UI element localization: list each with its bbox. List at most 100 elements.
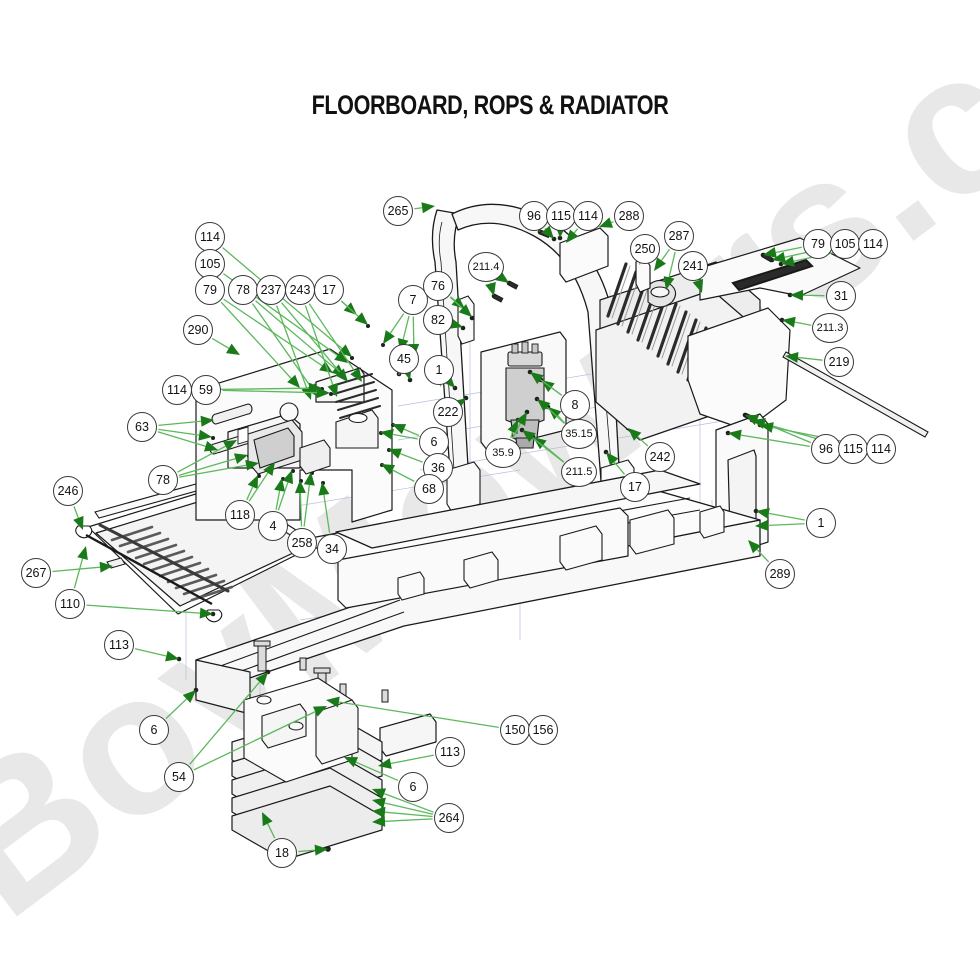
callout-balloon-114[interactable]: 114 xyxy=(573,201,603,231)
callout-balloon-96[interactable]: 96 xyxy=(519,201,549,231)
callout-balloon-105[interactable]: 105 xyxy=(195,249,225,279)
leader-arrowhead xyxy=(344,757,359,768)
callout-balloon-110[interactable]: 110 xyxy=(55,589,85,619)
callout-balloon-222[interactable]: 222 xyxy=(433,397,463,427)
leader-line xyxy=(449,296,463,309)
leader-line xyxy=(668,251,676,278)
callout-balloon-114[interactable]: 114 xyxy=(858,229,888,259)
callout-balloon-118[interactable]: 118 xyxy=(225,500,255,530)
leader-line xyxy=(540,379,563,396)
callout-balloon-82[interactable]: 82 xyxy=(423,305,453,335)
callout-balloon-17[interactable]: 17 xyxy=(620,472,650,502)
callout-balloon-290[interactable]: 290 xyxy=(183,315,213,345)
leader-arrowhead xyxy=(548,407,562,420)
callout-balloon-54[interactable]: 54 xyxy=(164,762,194,792)
callout-balloon-241[interactable]: 241 xyxy=(678,251,708,281)
leader-arrowhead xyxy=(165,650,179,662)
leader-arrowhead xyxy=(247,475,258,490)
callout-balloon-78[interactable]: 78 xyxy=(148,465,178,495)
leader-line xyxy=(490,282,492,284)
callout-balloon-79[interactable]: 79 xyxy=(803,229,833,259)
callout-balloon-6[interactable]: 6 xyxy=(139,715,169,745)
leader-line xyxy=(189,681,261,765)
callout-balloon-237[interactable]: 237 xyxy=(256,275,286,305)
callout-balloon-105[interactable]: 105 xyxy=(830,229,860,259)
callout-balloon-242[interactable]: 242 xyxy=(645,442,675,472)
callout-balloon-34[interactable]: 34 xyxy=(317,534,347,564)
callout-balloon-63[interactable]: 63 xyxy=(127,412,157,442)
callout-balloon-8[interactable]: 8 xyxy=(560,390,590,420)
callout-balloon-17[interactable]: 17 xyxy=(314,275,344,305)
callout-balloon-267[interactable]: 267 xyxy=(21,558,51,588)
callout-balloon-156[interactable]: 156 xyxy=(528,715,558,745)
callout-balloon-35-9[interactable]: 35.9 xyxy=(485,438,521,468)
callout-balloon-78[interactable]: 78 xyxy=(228,275,258,305)
leader-arrowhead xyxy=(274,478,286,492)
leader-line xyxy=(767,523,805,527)
callout-balloon-59[interactable]: 59 xyxy=(191,375,221,405)
callout-balloon-6[interactable]: 6 xyxy=(419,427,449,457)
callout-balloon-18[interactable]: 18 xyxy=(267,838,297,868)
callout-balloon-115[interactable]: 115 xyxy=(546,201,576,231)
leader-line xyxy=(546,406,565,424)
leader-arrowhead xyxy=(763,247,777,258)
callout-balloon-68[interactable]: 68 xyxy=(414,474,444,504)
leader-arrowhead xyxy=(233,453,248,464)
leader-line xyxy=(532,437,565,463)
callout-balloon-114[interactable]: 114 xyxy=(162,375,192,405)
leader-arrowhead xyxy=(198,429,212,441)
leader-line xyxy=(158,428,200,436)
callout-balloon-250[interactable]: 250 xyxy=(630,234,660,264)
leader-arrowhead xyxy=(485,282,496,296)
leader-arrowhead xyxy=(515,412,527,426)
callout-balloon-79[interactable]: 79 xyxy=(195,275,225,305)
callout-balloon-287[interactable]: 287 xyxy=(664,221,694,251)
callout-balloon-1[interactable]: 1 xyxy=(424,355,454,385)
callout-balloon-113[interactable]: 113 xyxy=(104,630,134,660)
leader-line xyxy=(610,221,614,224)
leader-arrowhead xyxy=(255,672,268,686)
callout-balloon-35-15[interactable]: 35.15 xyxy=(561,419,597,449)
callout-balloon-6[interactable]: 6 xyxy=(398,772,428,802)
leader-line xyxy=(275,490,281,510)
callout-balloon-211-3[interactable]: 211.3 xyxy=(812,313,848,343)
leader-arrowhead xyxy=(226,343,240,355)
leader-line xyxy=(158,420,202,427)
leader-line xyxy=(573,228,579,234)
leader-line xyxy=(661,249,670,261)
callout-balloon-258[interactable]: 258 xyxy=(287,528,317,558)
leader-line xyxy=(277,482,289,511)
callout-balloon-115[interactable]: 115 xyxy=(838,434,868,464)
callout-balloon-289[interactable]: 289 xyxy=(765,559,795,589)
callout-balloon-7[interactable]: 7 xyxy=(398,285,428,315)
callout-balloon-264[interactable]: 264 xyxy=(434,803,464,833)
callout-balloon-45[interactable]: 45 xyxy=(389,344,419,374)
leader-line xyxy=(384,811,433,818)
leader-arrowhead xyxy=(522,430,536,443)
callout-balloon-243[interactable]: 243 xyxy=(285,275,315,305)
leader-line xyxy=(178,458,236,476)
leader-arrowhead xyxy=(303,472,315,486)
callout-balloon-246[interactable]: 246 xyxy=(53,476,83,506)
callout-balloon-265[interactable]: 265 xyxy=(383,196,413,226)
leader-line xyxy=(797,356,823,361)
leader-arrowhead xyxy=(692,278,704,293)
leader-arrowhead xyxy=(314,844,328,856)
callout-balloon-76[interactable]: 76 xyxy=(423,271,453,301)
callout-balloon-31[interactable]: 31 xyxy=(826,281,856,311)
callout-balloon-288[interactable]: 288 xyxy=(614,201,644,231)
callout-balloon-96[interactable]: 96 xyxy=(811,434,841,464)
callout-balloon-4[interactable]: 4 xyxy=(258,511,288,541)
callout-balloon-219[interactable]: 219 xyxy=(824,347,854,377)
callout-balloon-113[interactable]: 113 xyxy=(435,737,465,767)
callout-balloon-150[interactable]: 150 xyxy=(500,715,530,745)
callout-balloon-1[interactable]: 1 xyxy=(806,508,836,538)
leader-arrowhead xyxy=(73,515,84,530)
leader-line xyxy=(298,849,316,853)
leader-line xyxy=(613,461,625,475)
callout-balloon-211-5[interactable]: 211.5 xyxy=(561,457,597,487)
callout-balloon-211-4[interactable]: 211.4 xyxy=(468,252,504,282)
callout-balloon-114[interactable]: 114 xyxy=(195,222,225,252)
callout-balloon-114[interactable]: 114 xyxy=(866,434,896,464)
leader-arrowhead xyxy=(728,429,742,441)
